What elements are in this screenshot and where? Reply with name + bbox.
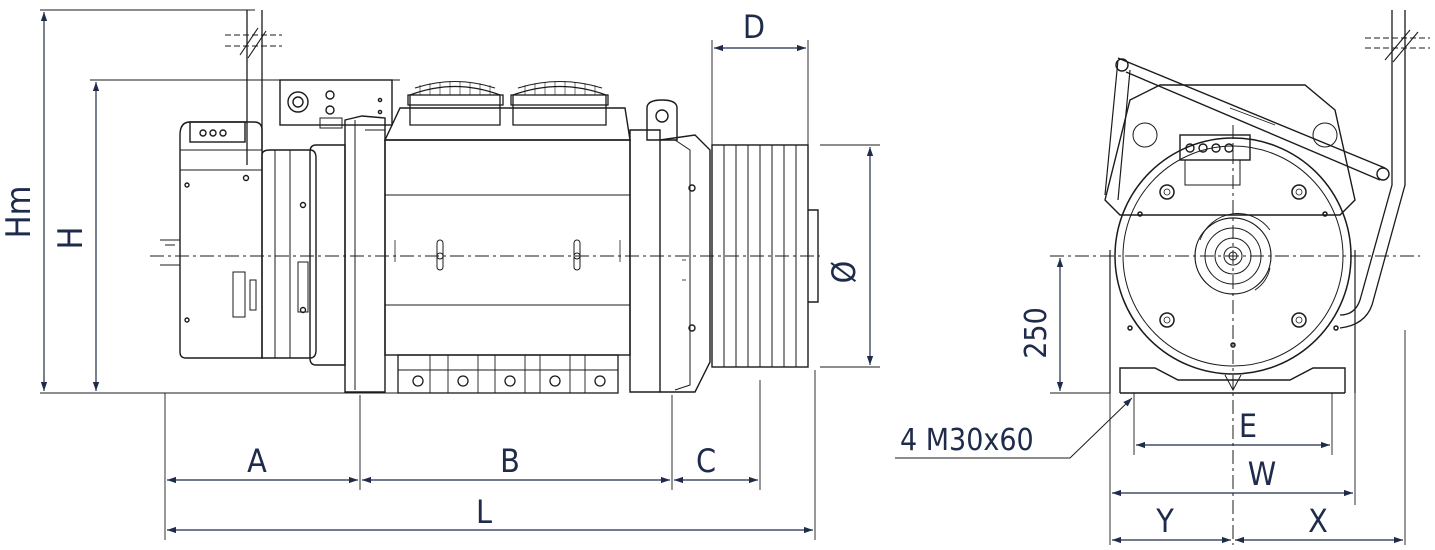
- brake-housing: [160, 121, 263, 359]
- bolt-leader-line: [895, 397, 1133, 459]
- side-view: [1050, 10, 1430, 545]
- c-label: C: [696, 442, 716, 480]
- x-label: X: [1308, 502, 1328, 540]
- left-end-bell: [309, 115, 386, 393]
- b-label: B: [500, 442, 520, 480]
- right-end-bell: [629, 99, 711, 393]
- y-label: Y: [1155, 502, 1174, 540]
- hm-label: Hm: [0, 186, 39, 239]
- a-label: A: [247, 442, 267, 480]
- front-view: [150, 10, 820, 394]
- stator-body: [383, 107, 631, 356]
- diameter-label: Ø: [825, 261, 863, 284]
- l-label: L: [476, 493, 492, 531]
- lifting-bar: [1104, 57, 1390, 201]
- side-dimensions: 250 4 M30x60 E W Y X: [895, 258, 1406, 545]
- d-label: D: [743, 8, 765, 46]
- height-250-label: 250: [1019, 307, 1054, 359]
- side-base: [1109, 250, 1356, 394]
- bolts-label: 4 M30x60: [900, 423, 1034, 458]
- stator-feet: [397, 354, 619, 394]
- terminal-box: [279, 79, 393, 129]
- brake-disk: [242, 149, 317, 359]
- side-top-box: [1104, 84, 1356, 216]
- front-dimensions: Hm H D A B C L Ø: [0, 8, 880, 540]
- w-label: W: [1248, 455, 1276, 493]
- cable-right: [1339, 10, 1430, 329]
- e-label: E: [1239, 407, 1257, 445]
- cooling-fans: [407, 81, 609, 126]
- h-label: H: [51, 226, 91, 249]
